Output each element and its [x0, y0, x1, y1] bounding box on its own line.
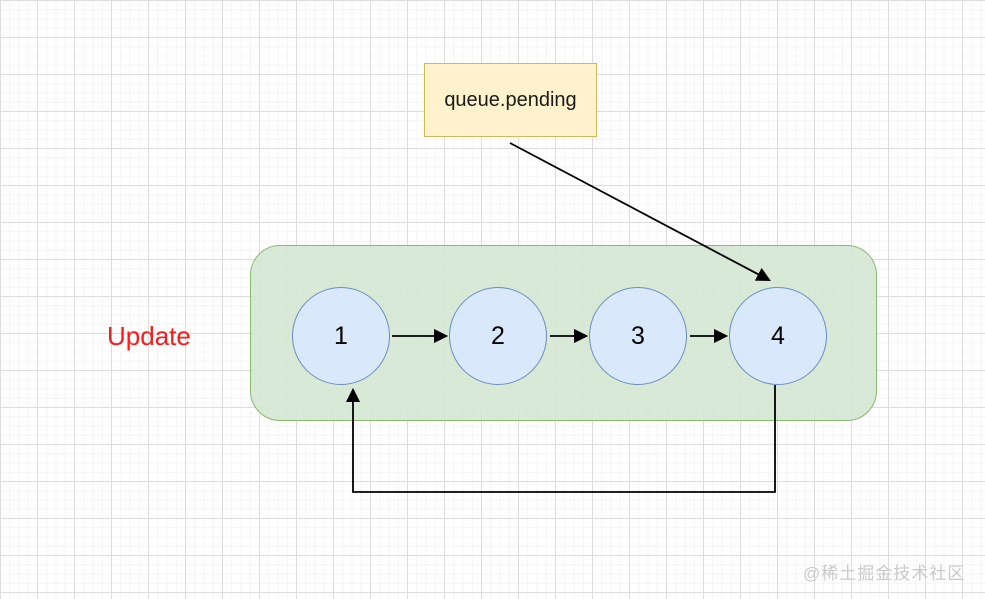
queue-pending-label: queue.pending [444, 88, 577, 111]
watermark: @稀土掘金技术社区 [803, 564, 966, 583]
queue-node-2-label: 2 [491, 321, 505, 350]
queue-node-4[interactable]: 4 [729, 287, 827, 385]
queue-node-3-label: 3 [631, 321, 645, 350]
queue-node-1[interactable]: 1 [292, 287, 390, 385]
queue-pending-box[interactable]: queue.pending [424, 63, 597, 137]
queue-node-4-label: 4 [771, 321, 785, 350]
queue-node-3[interactable]: 3 [589, 287, 687, 385]
update-label: Update [107, 321, 191, 351]
queue-node-1-label: 1 [334, 321, 348, 350]
queue-node-2[interactable]: 2 [449, 287, 547, 385]
